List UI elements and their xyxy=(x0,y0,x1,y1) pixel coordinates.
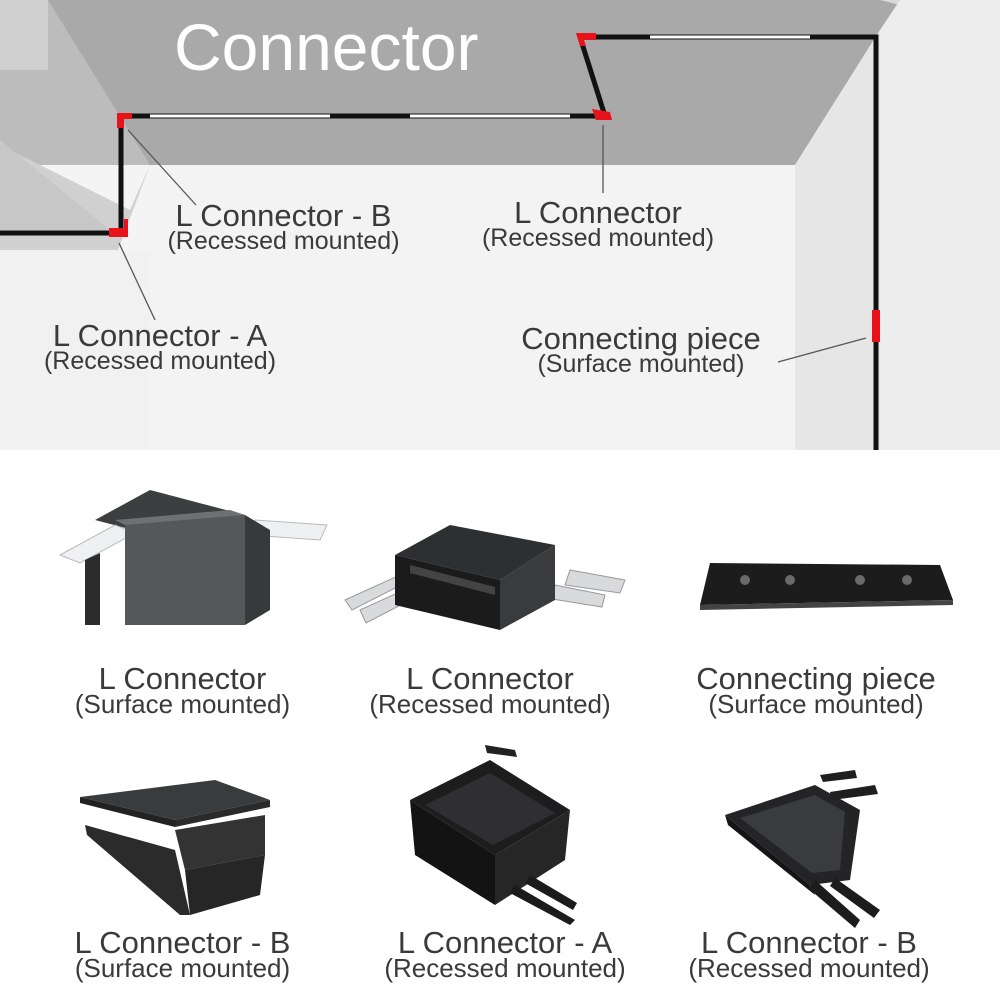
product-caption: L Connector - B (Surface mounted) xyxy=(50,927,315,981)
product-caption: L Connector - B (Recessed mounted) xyxy=(670,927,948,981)
label-name: L Connector - B xyxy=(175,198,392,233)
label-mount: (Recessed mounted) xyxy=(481,224,715,252)
product-name: L Connector - B xyxy=(74,925,291,960)
product-name: L Connector - B xyxy=(701,925,917,960)
connecting-plate-image xyxy=(695,555,960,615)
product-mount: (Surface mounted) xyxy=(708,689,924,719)
room-installation-scene: Connector L Connector - B (Recessed moun… xyxy=(0,0,1000,450)
product-mount: (Surface mounted) xyxy=(74,953,291,983)
product-name: L Connector xyxy=(98,661,267,696)
product-mount: (Recessed mounted) xyxy=(369,689,611,719)
recessed-l-connector-a-image xyxy=(405,745,580,925)
surface-l-connector-image xyxy=(55,485,335,635)
product-mount: (Recessed mounted) xyxy=(688,953,930,983)
label-l-connector-a: L Connector - A (Recessed mounted) xyxy=(20,320,300,374)
page-title: Connector xyxy=(174,10,479,84)
label-l-connector: L Connector (Recessed mounted) xyxy=(458,197,738,251)
label-mount: (Recessed mounted) xyxy=(43,347,277,375)
label-l-connector-b: L Connector - B (Recessed mounted) xyxy=(146,200,421,254)
recessed-l-connector-b-image xyxy=(720,770,885,930)
product-caption: L Connector (Recessed mounted) xyxy=(350,663,630,717)
recessed-l-connector-image xyxy=(340,515,630,640)
label-connecting-piece: Connecting piece (Surface mounted) xyxy=(505,323,777,377)
product-mount: (Recessed mounted) xyxy=(384,953,626,983)
label-name: L Connector - A xyxy=(52,318,268,353)
label-mount: (Recessed mounted) xyxy=(167,227,400,255)
surface-l-connector-b-image xyxy=(75,775,285,920)
product-caption: L Connector (Surface mounted) xyxy=(50,663,315,717)
label-name: L Connector xyxy=(514,195,682,230)
product-caption: Connecting piece (Surface mounted) xyxy=(680,663,952,717)
room-illustration xyxy=(0,0,1000,450)
product-name: Connecting piece xyxy=(696,661,936,696)
label-name: Connecting piece xyxy=(521,321,761,356)
label-mount: (Surface mounted) xyxy=(537,350,745,378)
product-caption: L Connector - A (Recessed mounted) xyxy=(365,927,645,981)
product-name: L Connector xyxy=(406,661,574,696)
product-name: L Connector - A xyxy=(397,925,613,960)
product-mount: (Surface mounted) xyxy=(74,689,291,719)
